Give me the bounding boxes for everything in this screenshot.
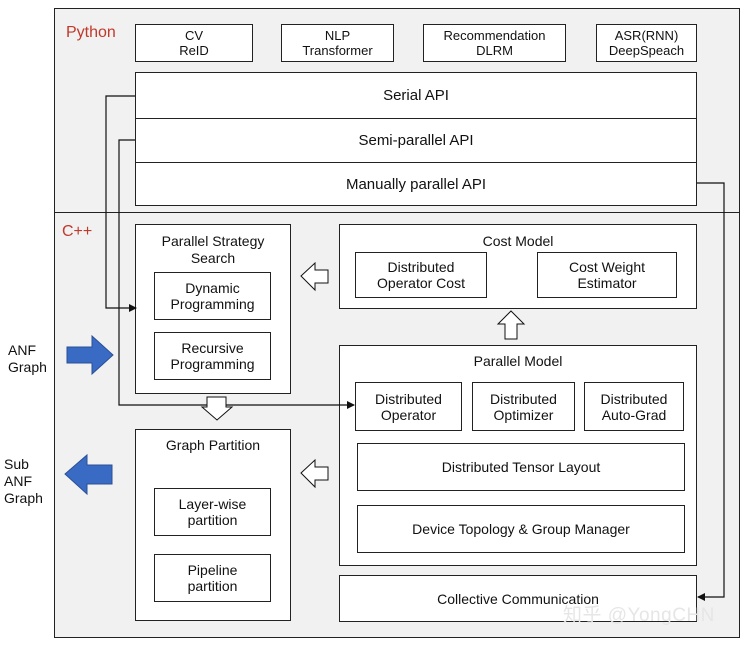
distributed-auto-grad-line2: Auto-Grad (601, 406, 667, 423)
python-label: Python (66, 24, 116, 41)
serial-api-box: Serial API (135, 72, 697, 119)
cpp-label: C++ (62, 223, 93, 240)
hollow-left-arrow-parallel-model (300, 458, 329, 489)
model-nlp-line1: NLP (324, 28, 351, 43)
distributed-optimizer-box: Distributed Optimizer (472, 382, 575, 431)
model-nlp-box: NLP Transformer (281, 24, 394, 62)
manually-parallel-api-connector (697, 182, 725, 601)
collective-communication-label: Collective Communication (437, 590, 599, 607)
watermark: 知乎 @YongCHN (563, 605, 715, 626)
anf-graph-input-arrow (66, 334, 114, 376)
hollow-left-arrow-cost-model (300, 261, 329, 292)
model-nlp-line2: Transformer (302, 43, 373, 58)
distributed-tensor-layout-box: Distributed Tensor Layout (357, 443, 685, 491)
hollow-down-arrow-strategy-search (200, 396, 234, 421)
distributed-operator-box: Distributed Operator (355, 382, 462, 431)
cost-weight-estimator-line2: Estimator (577, 275, 637, 291)
distributed-auto-grad-line1: Distributed (600, 390, 668, 407)
distributed-operator-cost-line2: Operator Cost (377, 275, 465, 291)
parallel-model-title: Parallel Model (473, 353, 563, 369)
recursive-programming-box: Recursive Programming (154, 332, 271, 380)
strategy-search-title: Parallel Strategy Search (136, 233, 290, 267)
model-recommendation-line1: Recommendation (443, 28, 546, 43)
manually-parallel-api-box: Manually parallel API (135, 162, 697, 206)
cost-model-title: Cost Model (482, 233, 554, 249)
semi-parallel-api-box: Semi-parallel API (135, 118, 697, 163)
collective-communication-box: Collective Communication (339, 575, 697, 622)
graph-partition-title: Graph Partition (165, 437, 261, 453)
semi-parallel-api-connector (118, 139, 355, 409)
model-asr-box: ASR(RNN) DeepSpeach (596, 24, 697, 62)
sub-anf-graph-output-arrow (64, 453, 113, 496)
dynamic-programming-box: Dynamic Programming (154, 272, 271, 320)
distributed-operator-line1: Distributed (375, 390, 442, 407)
pipeline-partition-line2: partition (187, 578, 238, 594)
sub-anf-graph-label-line2: ANF (4, 473, 32, 489)
model-cv-box: CV ReID (135, 24, 253, 62)
strategy-search-title-line2: Search (190, 250, 236, 266)
dynamic-programming-line2: Programming (170, 296, 255, 312)
distributed-operator-cost-line1: Distributed (387, 259, 455, 275)
dynamic-programming-line1: Dynamic (185, 280, 240, 296)
distributed-operator-line2: Operator (380, 406, 437, 423)
sub-anf-graph-label: Sub ANF Graph (4, 456, 43, 507)
distributed-operator-cost-box: Distributed Operator Cost (355, 252, 487, 298)
anf-graph-label-line1: ANF (8, 342, 36, 358)
sub-anf-graph-label-line3: Graph (4, 490, 43, 506)
sub-anf-graph-label-line1: Sub (4, 456, 29, 472)
semi-parallel-api-label: Semi-parallel API (358, 132, 474, 149)
model-cv-line1: CV (184, 28, 204, 43)
device-topology-box: Device Topology & Group Manager (357, 505, 685, 553)
model-recommendation-box: Recommendation DLRM (423, 24, 566, 62)
model-asr-line2: DeepSpeach (608, 43, 685, 58)
model-cv-line2: ReID (179, 43, 209, 58)
layer-wise-partition-line1: Layer-wise (178, 496, 247, 512)
model-recommendation-line2: DLRM (476, 43, 513, 58)
anf-graph-label: ANF Graph (8, 342, 47, 376)
anf-graph-label-line2: Graph (8, 359, 47, 375)
cost-weight-estimator-line1: Cost Weight (569, 259, 645, 275)
strategy-search-title-line1: Parallel Strategy (161, 233, 265, 249)
distributed-optimizer-line2: Optimizer (493, 406, 554, 423)
distributed-tensor-layout-label: Distributed Tensor Layout (441, 459, 601, 475)
pipeline-partition-box: Pipeline partition (154, 554, 271, 602)
serial-api-connector (105, 95, 137, 312)
distributed-auto-grad-box: Distributed Auto-Grad (584, 382, 684, 431)
hollow-up-arrow-parallel-model (496, 310, 526, 340)
pipeline-partition-line1: Pipeline (187, 562, 238, 578)
recursive-programming-line1: Recursive (181, 340, 244, 356)
recursive-programming-line2: Programming (170, 356, 255, 372)
manually-parallel-api-label: Manually parallel API (345, 175, 487, 193)
device-topology-label: Device Topology & Group Manager (412, 521, 630, 537)
serial-api-label: Serial API (383, 87, 449, 104)
layer-wise-partition-box: Layer-wise partition (154, 488, 271, 536)
cost-weight-estimator-box: Cost Weight Estimator (537, 252, 677, 298)
distributed-optimizer-line1: Distributed (490, 390, 557, 407)
layer-wise-partition-line2: partition (187, 512, 238, 528)
model-asr-line1: ASR(RNN) (614, 28, 679, 43)
